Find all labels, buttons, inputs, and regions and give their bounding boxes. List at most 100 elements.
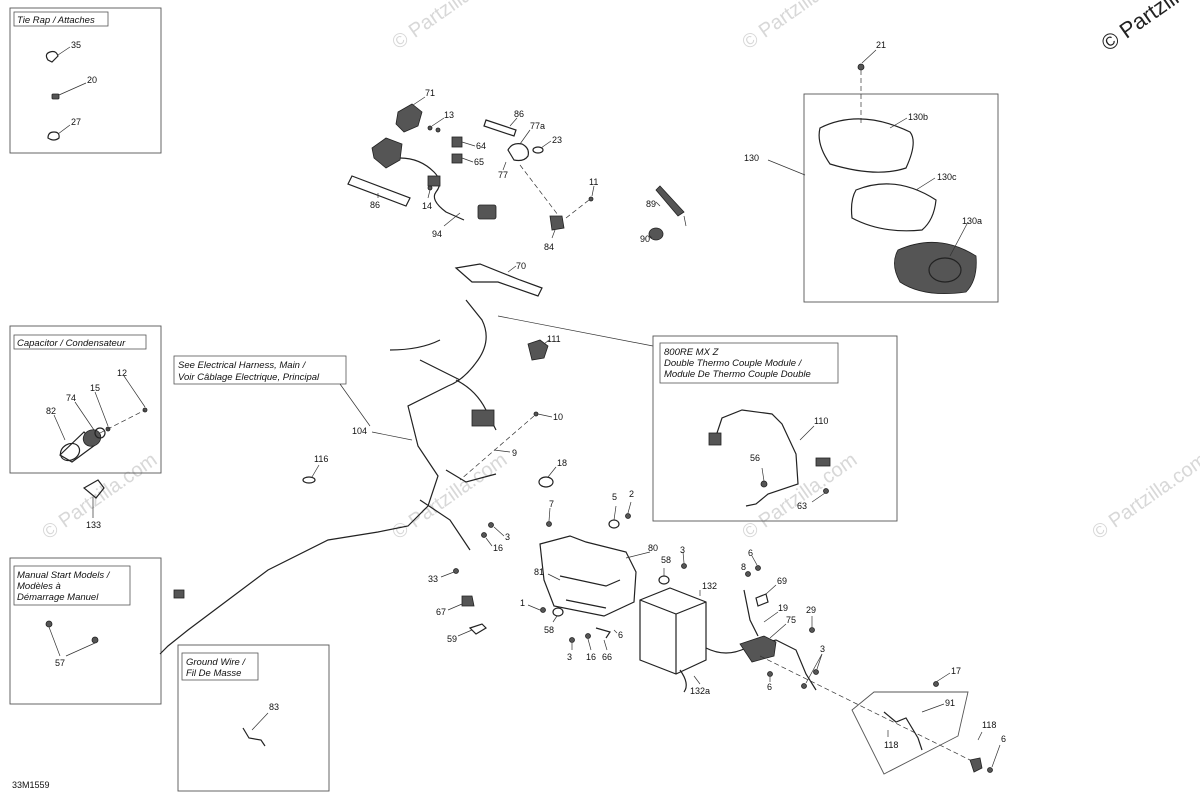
callout-12: 12 <box>117 368 127 378</box>
callout-58b: 58 <box>544 625 554 635</box>
callout-10: 10 <box>553 412 563 422</box>
callout-3c: 3 <box>567 652 572 662</box>
callout-59: 59 <box>447 634 457 644</box>
manual-start-title-1: Manual Start Models / <box>17 570 111 581</box>
callout-75: 75 <box>786 615 796 625</box>
washer-part[interactable] <box>552 607 564 617</box>
ground-wire-title-1: Ground Wire / <box>186 657 246 668</box>
gauge-cluster-part[interactable] <box>894 241 977 294</box>
callout-110: 110 <box>814 416 828 426</box>
nut-part[interactable] <box>532 146 544 154</box>
ground-wire-part[interactable] <box>242 727 266 747</box>
connector-part[interactable] <box>471 409 495 427</box>
callout-17: 17 <box>951 666 961 676</box>
switch-housing-part[interactable] <box>395 103 423 133</box>
solenoid-part[interactable] <box>739 635 777 663</box>
callout-3d: 3 <box>820 644 825 654</box>
callout-86a: 86 <box>370 200 380 210</box>
clip-part[interactable] <box>451 136 463 148</box>
bracket-part[interactable] <box>461 595 475 607</box>
screw-part[interactable] <box>45 620 53 628</box>
throttle-group: 86 77a 23 77 84 11 <box>483 109 598 252</box>
callout-130a: 130a <box>962 216 982 226</box>
handlebar-switch-group: 71 13 64 65 86 14 94 <box>347 88 497 239</box>
harness-note: See Electrical Harness, Main / Voir Câbl… <box>173 355 413 441</box>
callout-91: 91 <box>945 698 955 708</box>
callout-69: 69 <box>777 576 787 586</box>
fuse-box-part[interactable] <box>454 263 543 297</box>
tie-rap-part[interactable] <box>45 50 59 63</box>
cable-part[interactable] <box>743 589 759 637</box>
callout-86b: 86 <box>514 109 524 119</box>
callout-16a: 16 <box>493 543 503 553</box>
key-part[interactable] <box>648 227 664 241</box>
clip-part[interactable] <box>451 153 463 164</box>
callout-77: 77 <box>498 170 508 180</box>
callout-8: 8 <box>741 562 746 572</box>
connector-part[interactable] <box>815 457 831 467</box>
module-part[interactable] <box>549 215 565 231</box>
battery-tray-part[interactable] <box>539 535 637 617</box>
main-harness-part[interactable] <box>159 299 487 655</box>
tie-part[interactable] <box>47 131 60 141</box>
manual-start-box: Manual Start Models / Modèles à Démarrag… <box>9 557 162 705</box>
callout-89: 89 <box>646 199 656 209</box>
grommet-part[interactable] <box>302 476 316 484</box>
rear-harness-part[interactable] <box>883 711 923 751</box>
callout-74: 74 <box>66 393 76 403</box>
callout-7: 7 <box>549 499 554 509</box>
conduit-part[interactable] <box>483 119 517 137</box>
callout-15: 15 <box>90 383 100 393</box>
clip-part[interactable] <box>51 93 60 100</box>
sensor-part[interactable] <box>527 339 549 361</box>
callout-94: 94 <box>432 229 442 239</box>
callout-118b: 118 <box>982 720 996 730</box>
watermark: © Partzilla.com <box>738 449 861 544</box>
watermarks: © Partzilla.com © Partzilla.com © Partzi… <box>38 0 1200 544</box>
switch-part[interactable] <box>371 137 403 169</box>
conduit-part[interactable] <box>347 175 411 207</box>
battery-group: 132 132a <box>639 581 717 696</box>
screw-part[interactable] <box>857 63 865 71</box>
callout-6b: 6 <box>748 548 753 558</box>
washer-part[interactable] <box>608 519 620 529</box>
callout-21: 21 <box>876 40 886 50</box>
callout-1: 1 <box>520 598 525 608</box>
connector-part[interactable] <box>173 589 185 599</box>
thermo-module-box: 800RE MX Z Double Thermo Couple Module /… <box>497 315 898 522</box>
gauge-lens-part[interactable] <box>850 183 937 232</box>
fuse-holder-part[interactable] <box>755 593 769 607</box>
cable-end-part[interactable] <box>595 627 611 639</box>
washer-part[interactable] <box>658 575 670 585</box>
callout-27: 27 <box>71 117 81 127</box>
callout-77a: 77a <box>530 121 545 131</box>
cable-part[interactable] <box>705 639 817 691</box>
capacitor-box: Capacitor / Condensateur 12 15 74 82 133 <box>9 325 162 530</box>
callout-13: 13 <box>444 110 454 120</box>
bracket-part[interactable] <box>468 623 487 635</box>
callout-11: 11 <box>589 177 598 187</box>
thermo-module-part[interactable] <box>715 409 799 507</box>
screw-part[interactable] <box>91 636 99 644</box>
capacitor-cap-part[interactable] <box>82 479 105 499</box>
connector-part[interactable] <box>477 204 497 220</box>
gauge-bezel-part[interactable] <box>818 118 914 173</box>
capacitor-part[interactable] <box>57 427 106 464</box>
callout-84: 84 <box>544 242 554 252</box>
battery-part[interactable] <box>639 587 707 675</box>
gauge-group: 21 130b 130c 130a 130 <box>744 40 999 303</box>
watermark: © Partzilla.com <box>388 449 511 544</box>
callout-6c: 6 <box>767 682 772 692</box>
tie-rap-title: Tie Rap / Attaches <box>17 15 95 26</box>
heater-part[interactable] <box>655 185 685 217</box>
grommet-part[interactable] <box>538 476 554 488</box>
callout-133: 133 <box>86 520 101 530</box>
callout-20: 20 <box>87 75 97 85</box>
callout-118a: 118 <box>884 740 898 750</box>
connector-part[interactable] <box>969 757 983 773</box>
throttle-part[interactable] <box>507 143 529 162</box>
connector-part[interactable] <box>427 175 441 187</box>
capacitor-title: Capacitor / Condensateur <box>17 338 126 349</box>
rear-harness-group: 17 91 118 118 6 <box>851 666 1006 775</box>
connector-part[interactable] <box>708 432 722 446</box>
